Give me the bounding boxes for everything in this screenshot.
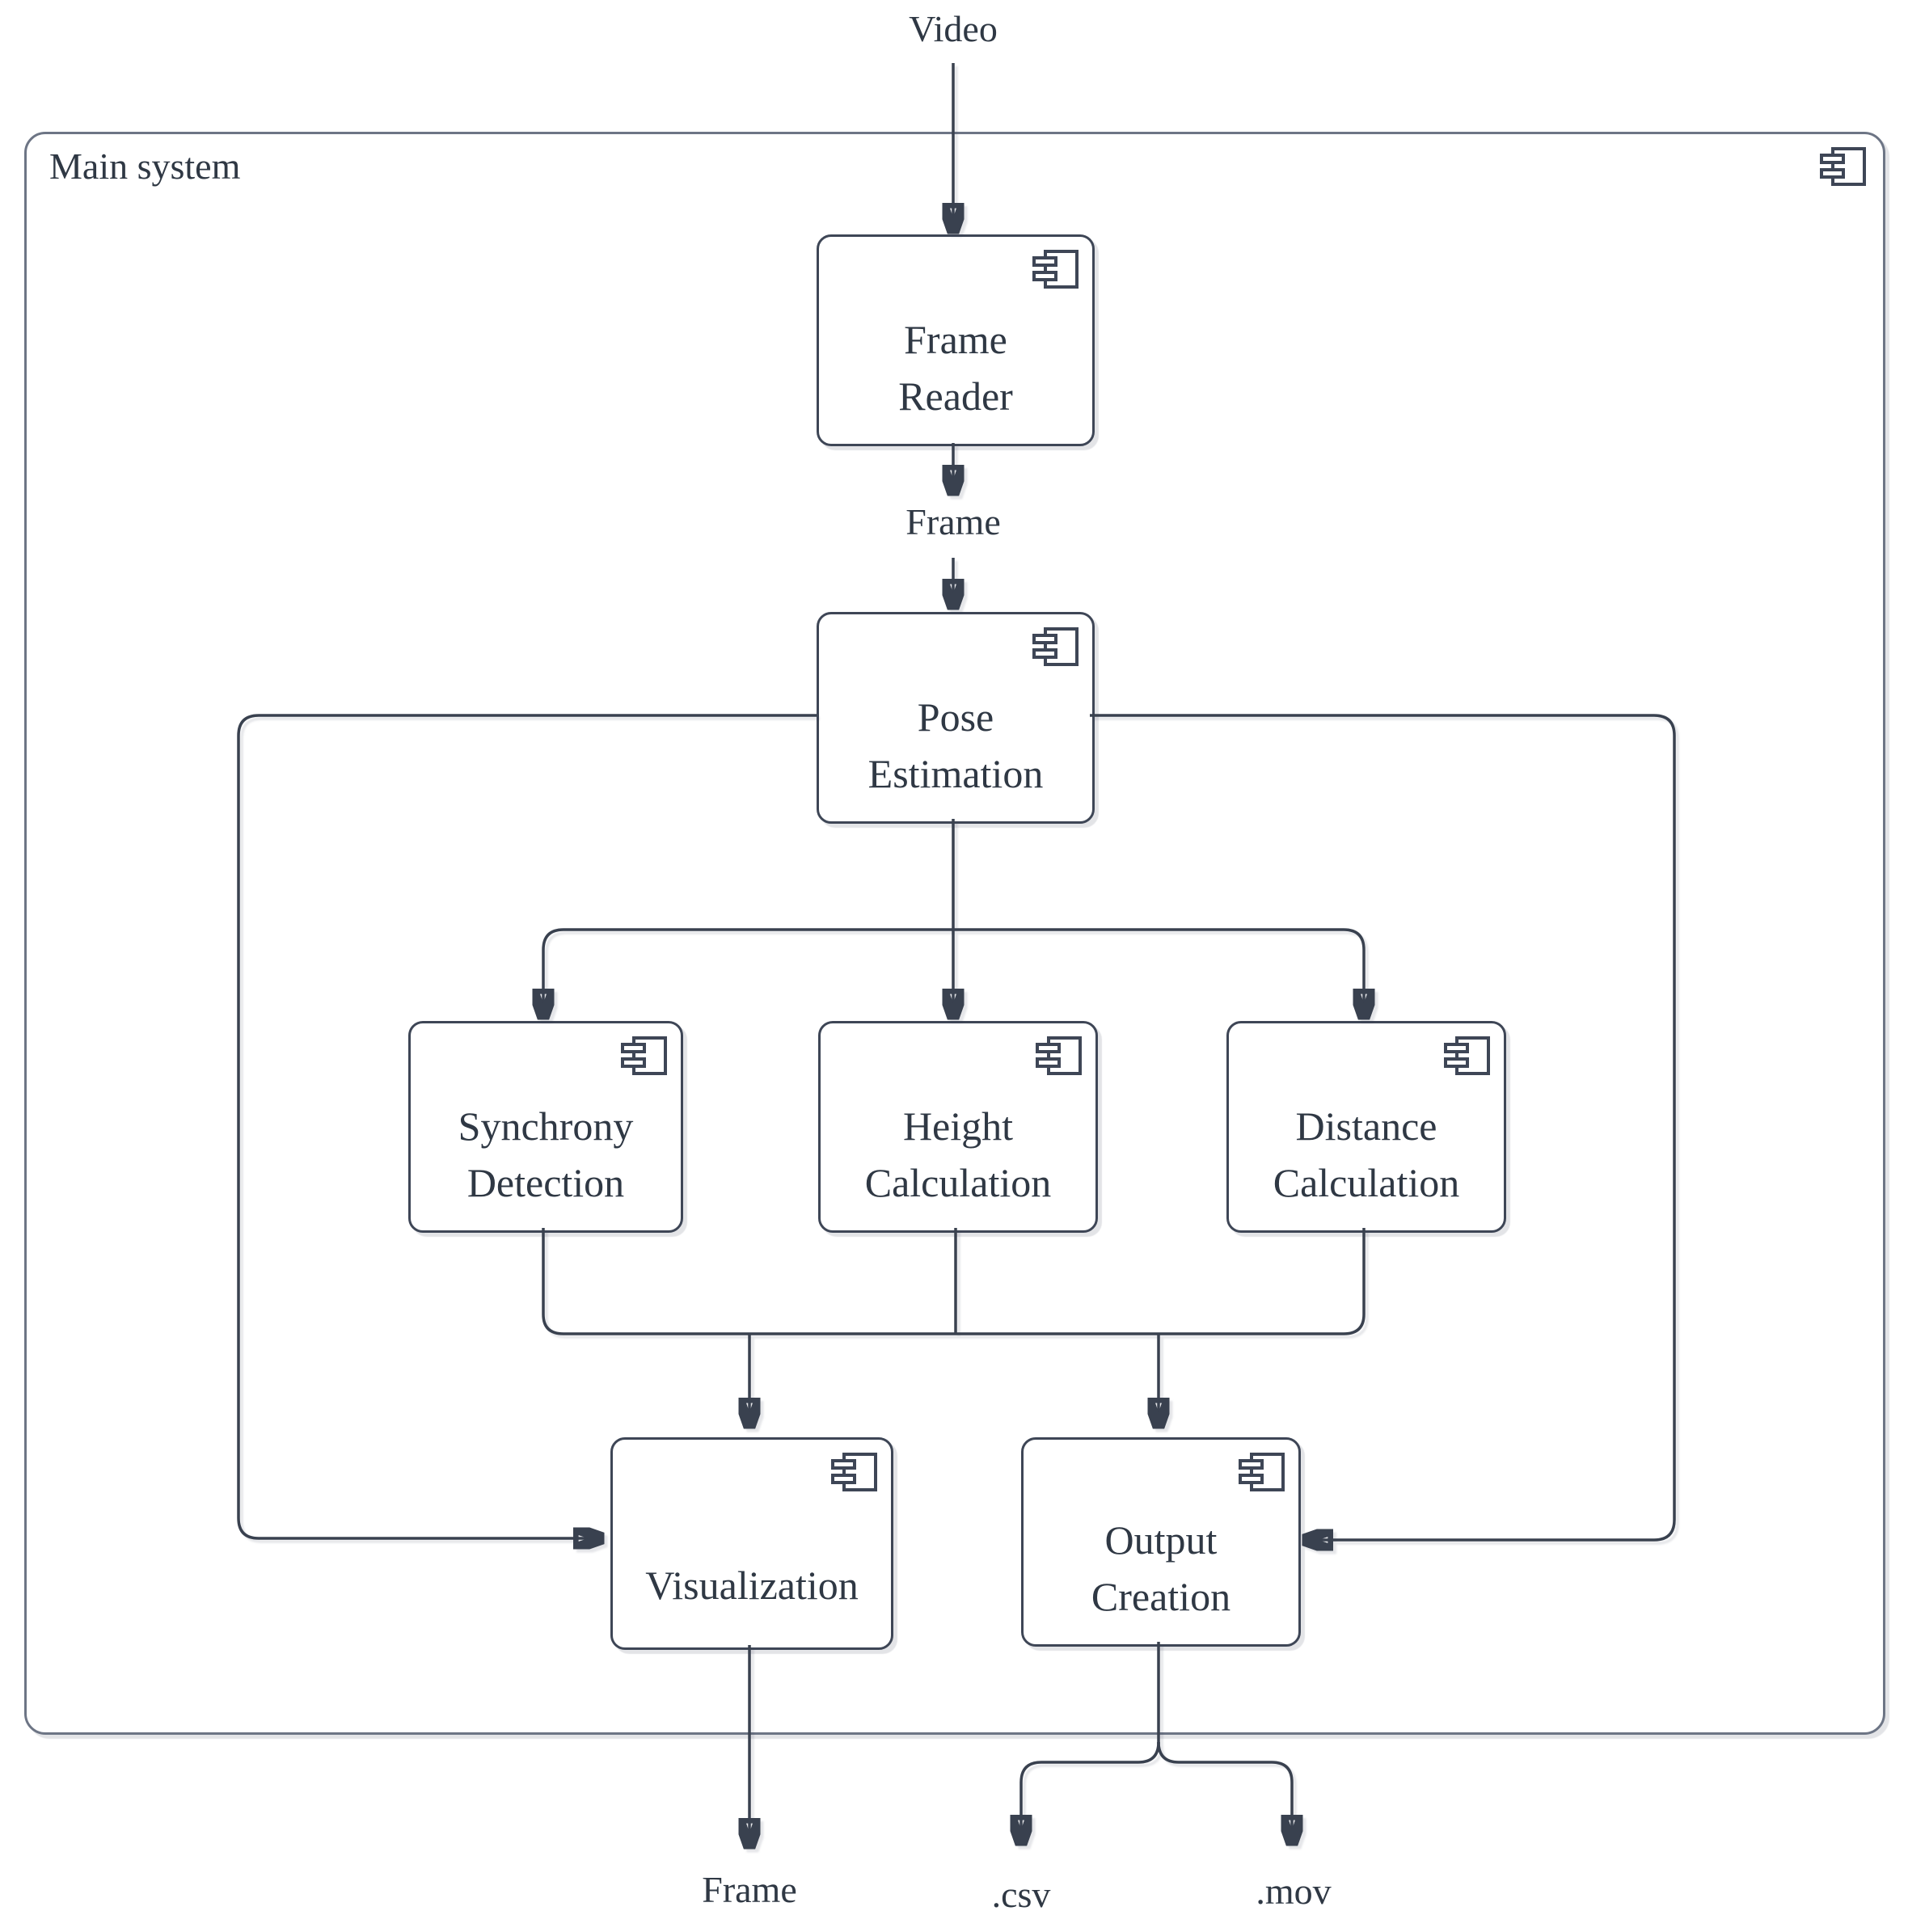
edge-output-to-mov bbox=[1157, 1741, 1292, 1841]
node-pose-estimation: Pose Estimation bbox=[817, 612, 1095, 824]
node-label: Pose Estimation bbox=[867, 694, 1044, 796]
component-icon bbox=[1820, 147, 1866, 186]
node-label: Distance Calculation bbox=[1273, 1103, 1460, 1205]
label-frame-output: Frame bbox=[702, 1869, 797, 1910]
node-label: Synchrony Detection bbox=[458, 1103, 634, 1205]
component-icon bbox=[621, 1036, 667, 1075]
node-height-calculation: Height Calculation bbox=[818, 1021, 1098, 1233]
label-mov-output: .mov bbox=[1256, 1871, 1332, 1912]
node-distance-calculation: Distance Calculation bbox=[1226, 1021, 1506, 1233]
node-visualization: Visualization bbox=[610, 1437, 893, 1650]
node-label: Height Calculation bbox=[864, 1103, 1052, 1205]
node-synchrony-detection: Synchrony Detection bbox=[408, 1021, 683, 1233]
component-icon bbox=[1444, 1036, 1490, 1075]
component-icon bbox=[1239, 1453, 1285, 1491]
node-output-creation: Output Creation bbox=[1021, 1437, 1301, 1647]
component-icon bbox=[1036, 1036, 1082, 1075]
edge-output-to-csv bbox=[1021, 1741, 1160, 1841]
label-frame-between: Frame bbox=[905, 501, 1001, 542]
node-label: Output Creation bbox=[1091, 1517, 1231, 1619]
node-frame-reader: Frame Reader bbox=[817, 234, 1095, 446]
label-video-input: Video bbox=[909, 8, 998, 49]
component-icon bbox=[831, 1453, 877, 1491]
component-icon bbox=[1032, 627, 1079, 666]
main-system-title: Main system bbox=[49, 146, 241, 187]
component-icon bbox=[1032, 250, 1079, 289]
node-label: Visualization bbox=[645, 1563, 859, 1608]
node-label: Frame Reader bbox=[898, 317, 1013, 419]
label-csv-output: .csv bbox=[991, 1874, 1051, 1915]
